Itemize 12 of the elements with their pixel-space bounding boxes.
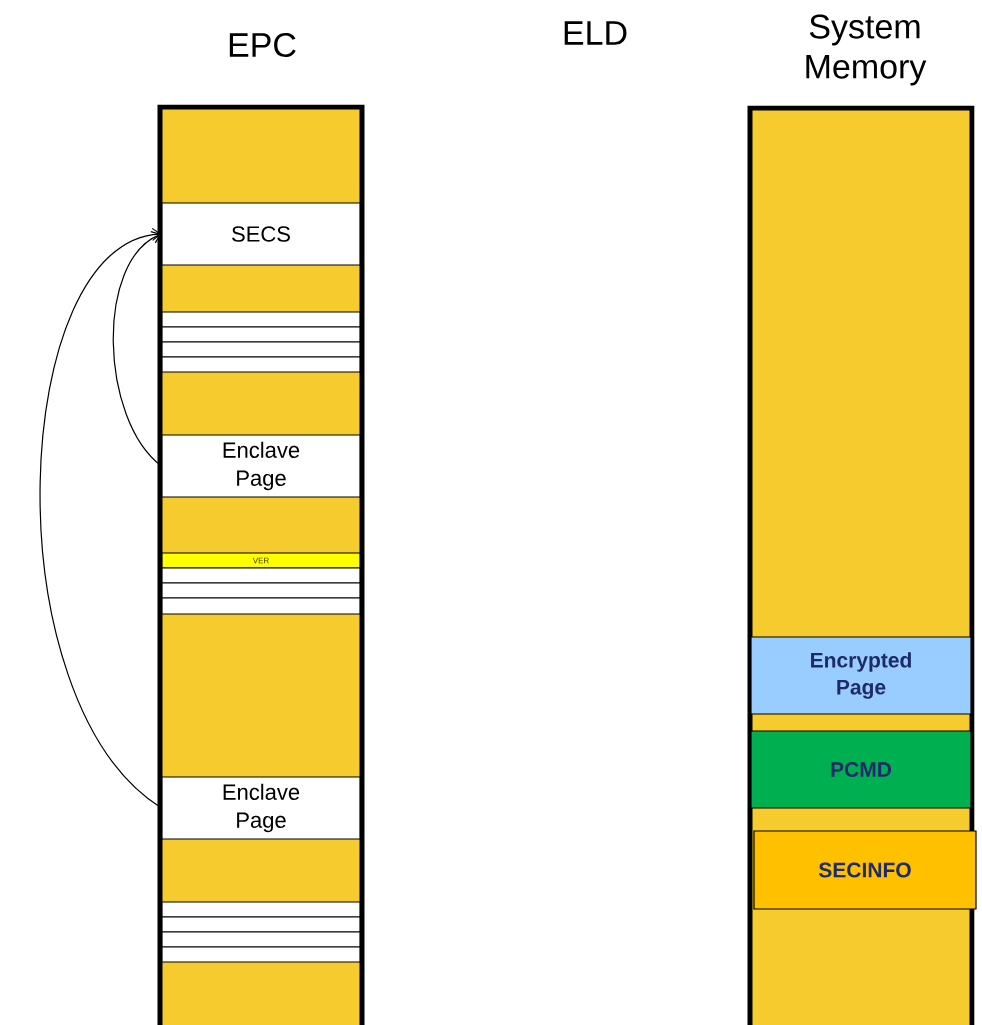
memory-page-box: Enclave Page bbox=[161, 776, 361, 840]
memory-stripe bbox=[161, 946, 361, 963]
column-heading: ELD bbox=[564, 21, 627, 45]
column-heading: EPC bbox=[229, 32, 296, 58]
memory-page-box: SECINFO bbox=[753, 830, 977, 910]
memory-page-box: Encrypted Page bbox=[750, 636, 972, 715]
column-heading: System Memory bbox=[806, 14, 927, 86]
memory-stripe bbox=[161, 597, 361, 615]
memory-page-box: PCMD bbox=[750, 730, 972, 809]
memory-page-box: SECS bbox=[161, 202, 361, 266]
memory-page-box: Enclave Page bbox=[161, 434, 361, 498]
memory-stripe bbox=[161, 356, 361, 373]
